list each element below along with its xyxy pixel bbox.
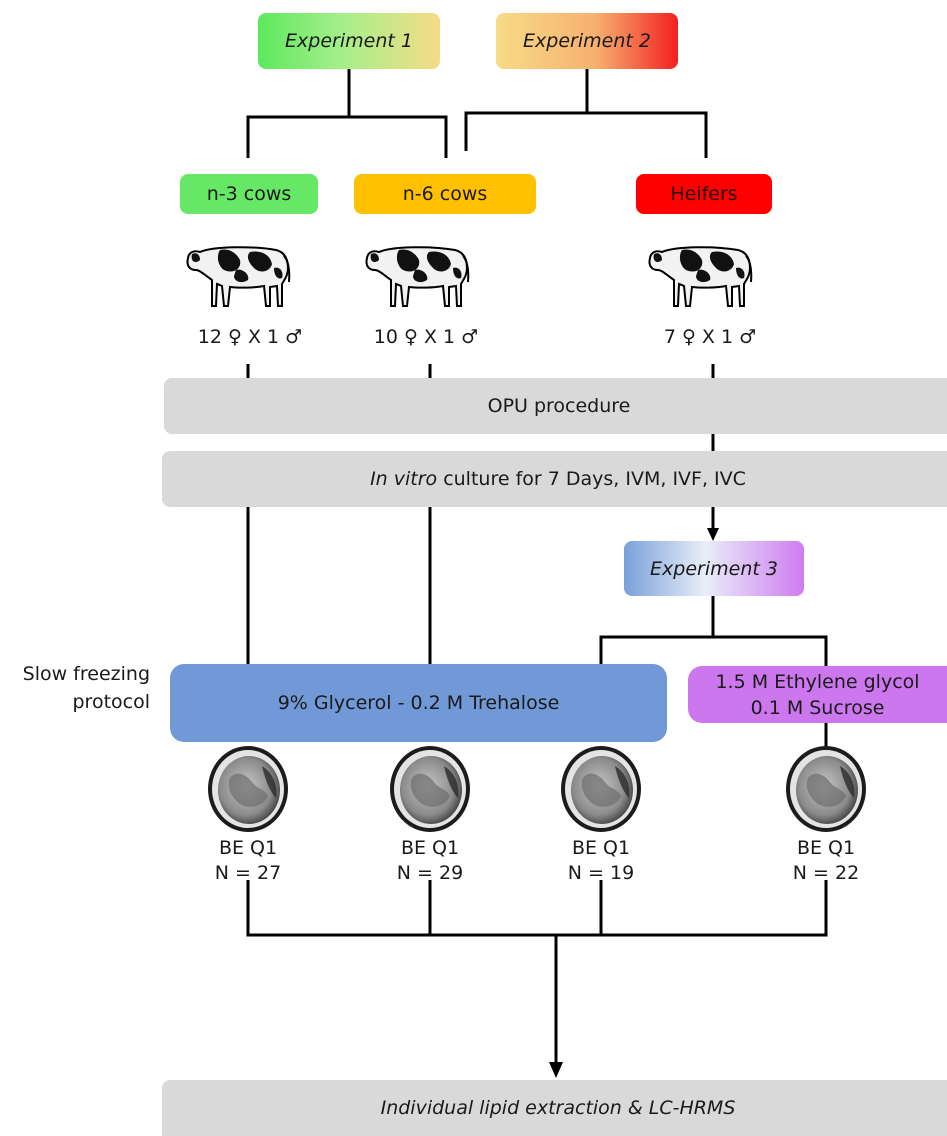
embryo-grade: BE Q1 xyxy=(400,837,460,859)
male-symbol-icon: ♂ xyxy=(461,326,479,348)
lipid-extraction-box: Individual lipid extraction & LC-HRMS xyxy=(162,1080,947,1136)
embryo-count: N = 27 xyxy=(214,862,282,884)
embryo-count: N = 22 xyxy=(792,862,860,884)
slow-freezing-line1: Slow freezing xyxy=(22,663,150,685)
lipid-extraction-label: Individual lipid extraction & LC-HRMS xyxy=(380,1097,736,1119)
female-symbol-icon: ♀ xyxy=(681,326,696,348)
glycerol-trehalose-label: 9% Glycerol - 0.2 M Trehalose xyxy=(277,692,560,714)
cross-n3-females: 12 xyxy=(197,326,222,348)
culture-label: In vitro culture for 7 Days, IVM, IVF, I… xyxy=(370,468,746,490)
embryo-icon xyxy=(561,746,641,832)
experiment-3-box: Experiment 3 xyxy=(624,541,804,596)
embryo-grade: BE Q1 xyxy=(218,837,278,859)
slow-freezing-line2: protocol xyxy=(72,691,150,713)
culture-label-rest: culture for 7 Days, IVM, IVF, IVC xyxy=(437,468,746,490)
cow-icon xyxy=(648,246,753,307)
n6-cows-box: n-6 cows xyxy=(354,174,536,214)
cross-n6: 10 ♀ X 1 ♂ xyxy=(366,326,486,348)
cross-n3: 12 ♀ X 1 ♂ xyxy=(190,326,310,348)
ethylene-glycol-line2: 0.1 M Sucrose xyxy=(750,696,885,719)
experiment-2-box: Experiment 2 xyxy=(496,13,678,69)
culture-box: In vitro culture for 7 Days, IVM, IVF, I… xyxy=(162,451,947,507)
opu-procedure-box: OPU procedure xyxy=(164,378,947,434)
experiment-2-label: Experiment 2 xyxy=(523,30,651,52)
cow-icon xyxy=(186,246,291,307)
glycerol-trehalose-box: 9% Glycerol - 0.2 M Trehalose xyxy=(170,664,667,742)
ethylene-glycol-box: 1.5 M Ethylene glycol 0.1 M Sucrose xyxy=(688,666,947,723)
embryo-icon xyxy=(390,746,470,832)
embryo-icon xyxy=(208,746,288,832)
cross-n3-x: X 1 xyxy=(247,326,280,348)
embryo-count: N = 19 xyxy=(567,862,635,884)
culture-label-italic: In vitro xyxy=(370,468,438,490)
heifers-box: Heifers xyxy=(636,174,772,214)
cross-heifers-females: 7 xyxy=(663,326,676,348)
cross-n6-x: X 1 xyxy=(423,326,456,348)
female-symbol-icon: ♀ xyxy=(228,326,242,348)
embryo-grade: BE Q1 xyxy=(571,837,631,859)
opu-procedure-label: OPU procedure xyxy=(487,395,631,417)
n6-cows-label: n-6 cows xyxy=(402,183,488,205)
embryo-grade: BE Q1 xyxy=(796,837,856,859)
cross-n6-females: 10 xyxy=(373,326,398,348)
experiment-3-label: Experiment 3 xyxy=(650,557,778,580)
cross-heifers-x: X 1 xyxy=(701,326,734,348)
ethylene-glycol-line1: 1.5 M Ethylene glycol xyxy=(715,670,920,693)
male-symbol-icon: ♂ xyxy=(285,326,303,348)
n3-cows-label: n-3 cows xyxy=(206,183,292,205)
cross-heifers: 7 ♀ X 1 ♂ xyxy=(650,326,770,348)
male-symbol-icon: ♂ xyxy=(739,326,757,348)
experiment-1-label: Experiment 1 xyxy=(285,30,413,52)
heifers-label: Heifers xyxy=(670,183,738,205)
embryo-icon xyxy=(786,746,866,832)
experiment-1-box: Experiment 1 xyxy=(258,13,440,69)
n3-cows-box: n-3 cows xyxy=(180,174,318,214)
slow-freezing-label: Slow freezing protocol xyxy=(0,660,150,716)
female-symbol-icon: ♀ xyxy=(404,326,418,348)
embryo-count: N = 29 xyxy=(396,862,464,884)
cow-icon xyxy=(365,246,470,307)
